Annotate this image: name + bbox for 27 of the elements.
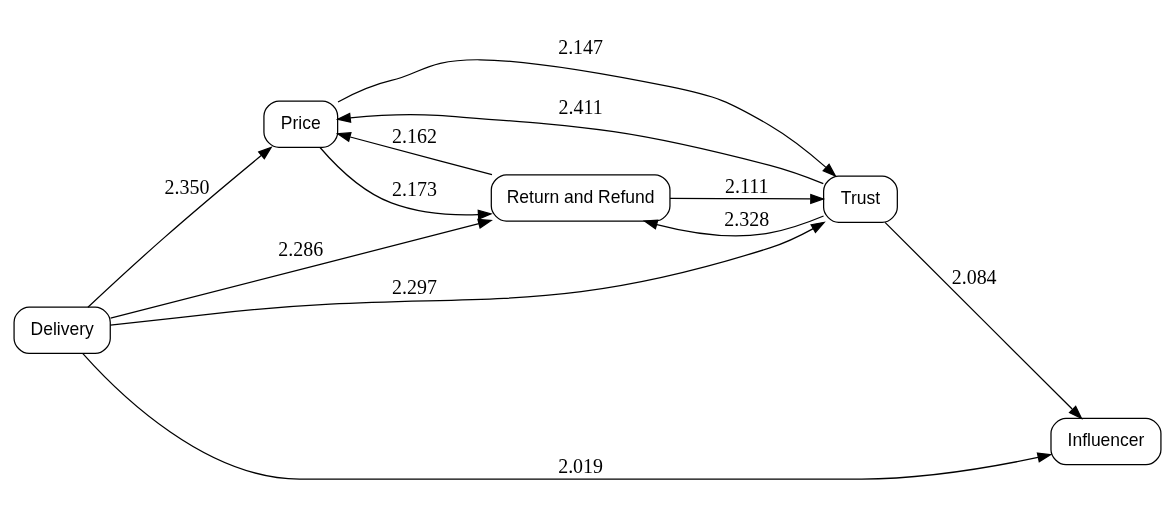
edge-label: 2.173	[392, 178, 437, 201]
edge-label: 2.286	[278, 238, 324, 261]
arrow	[884, 221, 1083, 420]
arrow	[335, 131, 493, 176]
edge-label: 2.111	[725, 174, 769, 197]
edge-label: 2.084	[951, 265, 997, 288]
arrow	[87, 146, 273, 308]
node-box: Price	[263, 100, 339, 148]
arrow	[109, 218, 493, 319]
node-box: Trust	[823, 175, 898, 223]
node-box: Return and Refund	[490, 174, 671, 222]
arrow	[669, 193, 826, 205]
edge-label: 2.019	[558, 454, 604, 477]
node-box: Influencer	[1050, 417, 1162, 466]
arrow	[642, 215, 825, 237]
edge-label: 2.147	[558, 35, 604, 58]
edge-label: 2.162	[392, 124, 437, 147]
edge-label: 2.328	[724, 208, 770, 231]
arrow	[319, 146, 493, 220]
arrow	[337, 59, 837, 178]
arrow	[109, 221, 826, 326]
edge-label: 2.297	[392, 275, 437, 298]
edge-label: 2.350	[164, 175, 210, 198]
arrow	[335, 112, 824, 185]
arrow	[82, 352, 1053, 480]
node-box: Delivery	[13, 306, 111, 355]
edge-label: 2.411	[558, 95, 603, 118]
